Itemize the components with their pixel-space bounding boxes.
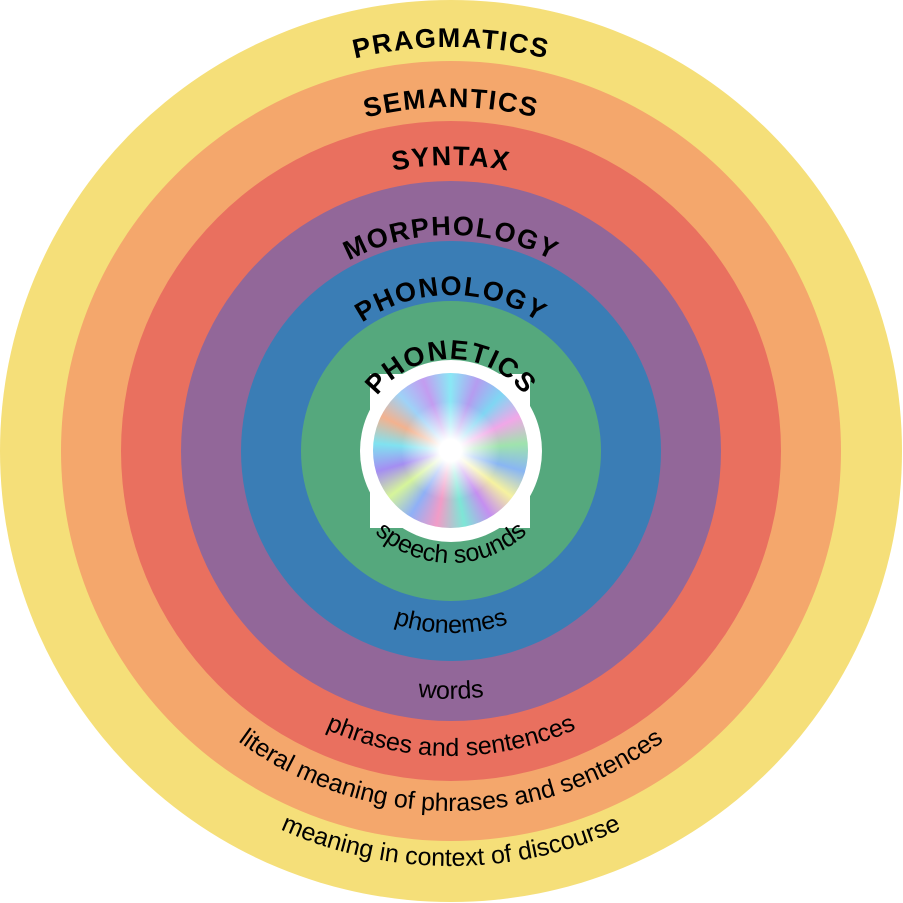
morphology-description-text: words [416,675,485,705]
morphology-description: words [416,675,485,705]
rainbow-burst-image [373,373,528,528]
